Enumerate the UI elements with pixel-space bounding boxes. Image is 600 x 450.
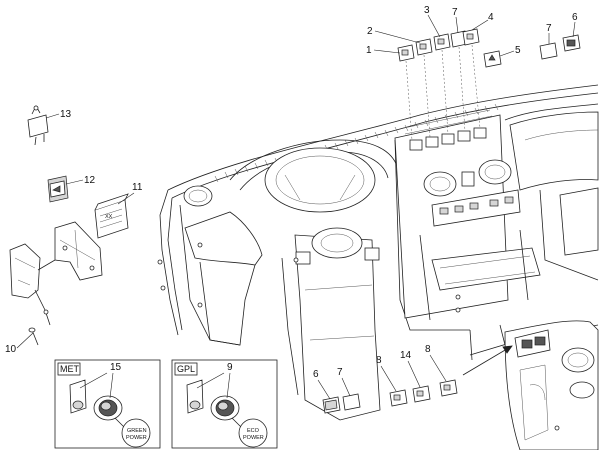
console-detail	[462, 320, 599, 450]
callout-7-top: 7	[452, 7, 458, 18]
switch-4	[462, 28, 480, 46]
gpl-tag: GPL	[177, 364, 195, 374]
callout-15: 15	[110, 362, 122, 373]
switch-6-right	[562, 34, 581, 52]
callout-7-right: 7	[546, 23, 552, 34]
callout-12: 12	[84, 175, 96, 186]
module-11: XX	[94, 193, 129, 239]
met-label-line2: POWER	[126, 435, 147, 441]
met-box: MET GREEN POWER 15	[54, 359, 161, 449]
switch-6-bottom	[322, 396, 341, 414]
switch-3	[433, 33, 451, 51]
switch-14	[412, 385, 431, 403]
callout-3: 3	[424, 5, 430, 16]
switch-2	[415, 38, 433, 56]
met-label-line1: GREEN	[127, 428, 147, 434]
switch-1	[397, 44, 415, 62]
svg-text:XX: XX	[105, 214, 113, 220]
switch-8-b	[439, 379, 458, 397]
met-tag: MET	[60, 364, 80, 374]
switch-parts-bottom	[322, 379, 458, 414]
switch-7-bottom	[342, 393, 361, 411]
screw-10	[28, 327, 39, 346]
switch-parts-top	[397, 28, 581, 141]
callout-6-top: 6	[572, 12, 578, 23]
bracket	[9, 221, 103, 326]
console-switch-row	[403, 109, 493, 151]
gpl-label-line1: ECO	[247, 428, 260, 434]
met-switch	[93, 395, 151, 448]
switch-5	[483, 50, 502, 68]
dashboard	[157, 84, 599, 421]
callout-14: 14	[400, 350, 412, 361]
callout-13: 13	[60, 109, 72, 120]
relay-13	[27, 105, 49, 146]
callout-10: 10	[5, 344, 17, 355]
gpl-switch	[210, 395, 268, 448]
switch-8-a	[389, 389, 408, 407]
gpl-box: GPL ECO POWER 9	[171, 359, 278, 449]
callouts: 1 2 3 7 4 5 7 6 13 12 11 10 6 7 8 14 8	[5, 5, 578, 400]
callout-8-a: 8	[376, 355, 382, 366]
callout-4: 4	[488, 12, 494, 23]
callout-9: 9	[227, 362, 233, 373]
callout-5: 5	[515, 45, 521, 56]
switch-7-right	[539, 42, 558, 60]
switch-12	[47, 175, 69, 203]
callout-7-bottom: 7	[337, 367, 343, 378]
callout-1: 1	[366, 45, 372, 56]
callout-2: 2	[367, 26, 373, 37]
callout-8-b: 8	[425, 344, 431, 355]
gpl-bracket	[186, 379, 204, 414]
gpl-label-line2: POWER	[243, 435, 264, 441]
callout-6-bottom: 6	[313, 369, 319, 380]
met-bracket	[69, 379, 87, 414]
callout-11: 11	[132, 182, 143, 193]
